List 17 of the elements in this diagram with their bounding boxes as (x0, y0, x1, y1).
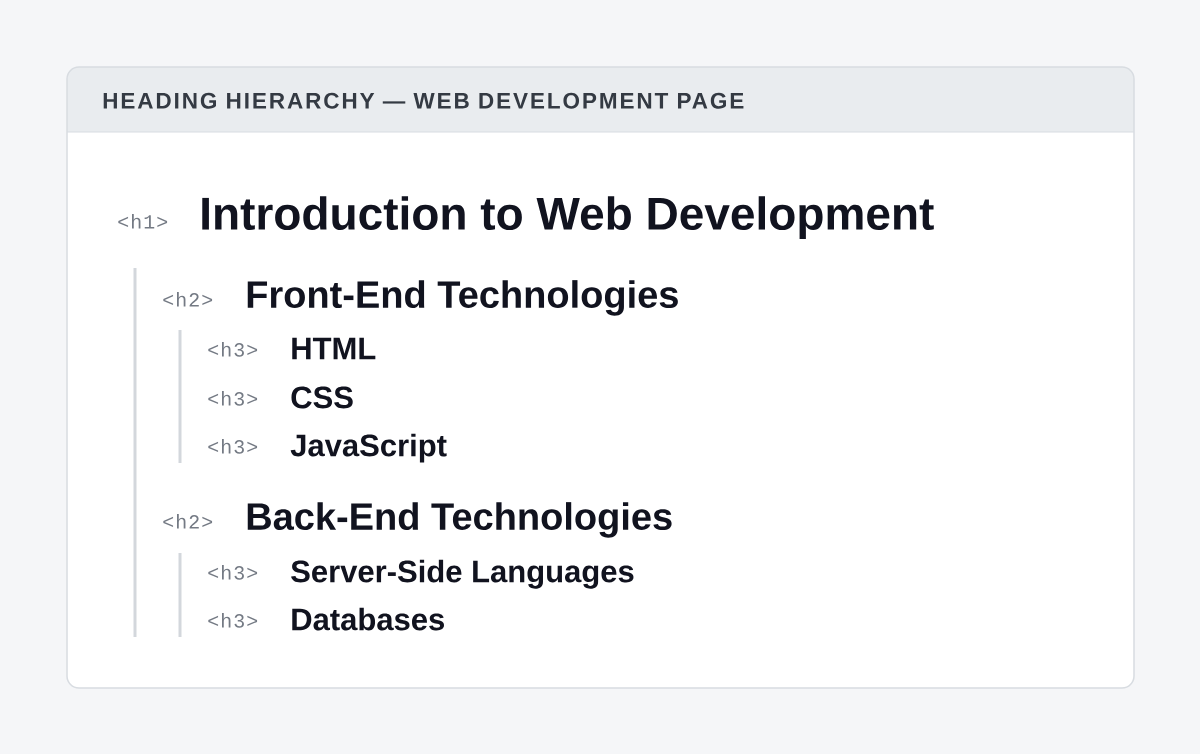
heading: JavaScript (290, 433, 447, 463)
code-tag: <h3> (208, 439, 258, 454)
heading: Server-Side Languages (291, 559, 634, 589)
code-tag: <h1> (118, 214, 168, 229)
header-bar: HEADING HIERARCHY — WEB DEVELOPMENT PAGE (66, 67, 1135, 133)
code-tag: <h2> (163, 514, 213, 529)
code-tag: <h3> (208, 565, 258, 580)
code-tag: <h2> (163, 292, 213, 307)
code-tag: <h3> (208, 613, 258, 628)
code-tag: <h3> (208, 391, 258, 406)
heading: CSS (291, 386, 353, 409)
heading: HTML (292, 337, 376, 360)
heading: Back-End Technologies (247, 502, 672, 538)
heading: Introduction to Web Development (202, 196, 934, 240)
heading: Databases (292, 607, 444, 631)
heading: Front-End Technologies (247, 280, 678, 316)
code-tag: <h3> (208, 342, 258, 357)
